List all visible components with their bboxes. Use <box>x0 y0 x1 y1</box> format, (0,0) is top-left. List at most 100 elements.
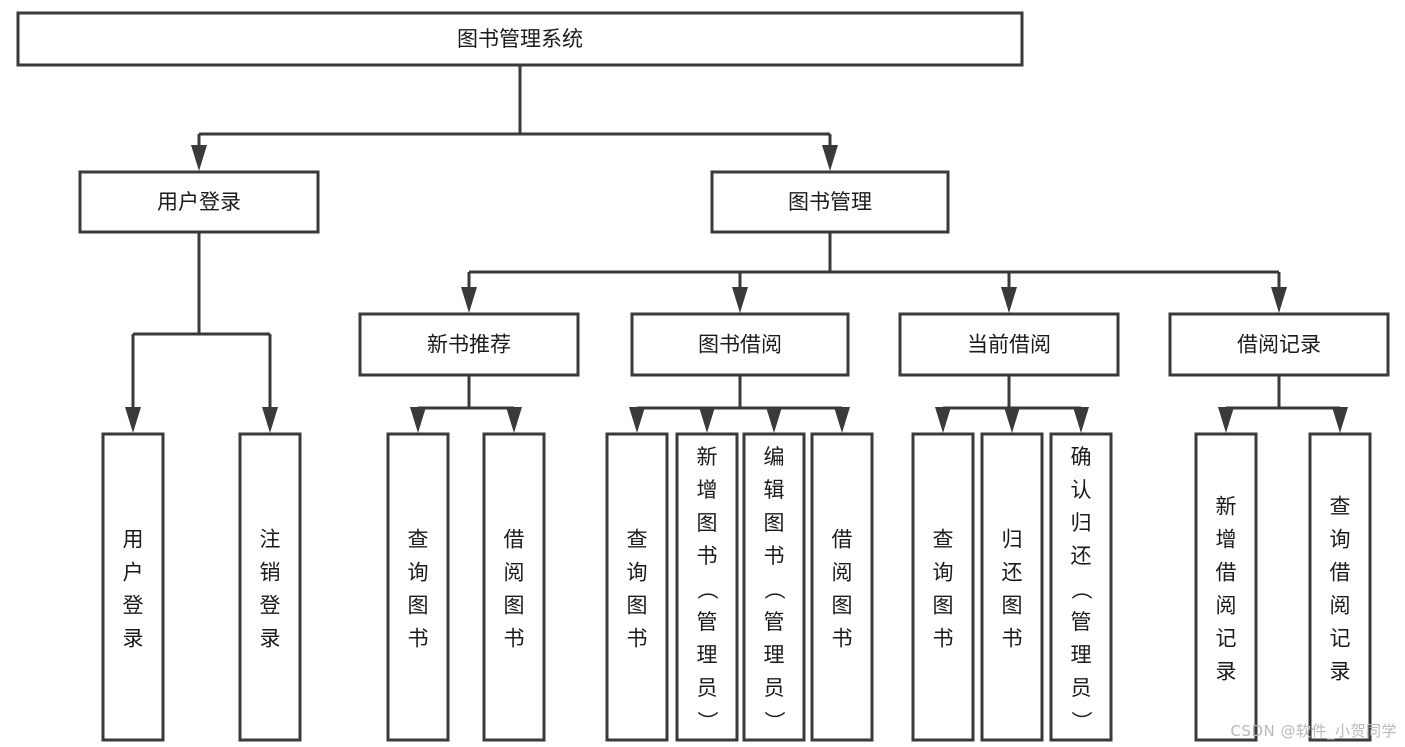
node-box <box>898 312 1120 377</box>
node-label: 图书借阅 <box>698 333 782 357</box>
arrowhead-icon <box>629 407 645 433</box>
node-label-char: 书 <box>627 627 648 651</box>
node-label-char: 录 <box>260 627 281 651</box>
connector-group <box>1218 375 1348 433</box>
node-label-char: 阅 <box>832 561 853 585</box>
node-label-char: 阅 <box>1330 594 1351 618</box>
node-box <box>101 432 165 742</box>
node-label-char: 员 <box>697 676 718 700</box>
connector-group <box>935 375 1089 433</box>
node-label: 图书管理 <box>788 190 872 214</box>
node-label-char: 新 <box>697 445 718 469</box>
arrowhead-icon <box>834 407 850 433</box>
node-label-char: ） <box>695 711 719 732</box>
node-box <box>1194 432 1258 742</box>
node-label-char: 管 <box>764 610 785 634</box>
node-label-char: 登 <box>123 594 144 618</box>
node-box <box>810 432 874 742</box>
arrowhead-icon <box>935 407 951 433</box>
node-label-char: 图 <box>408 594 429 618</box>
node-current-borrow[interactable]: 当前借阅 <box>898 312 1120 377</box>
node-label-char: 图 <box>1002 594 1023 618</box>
node-label-char: 理 <box>764 643 785 667</box>
node-label-char: 图 <box>627 594 648 618</box>
node-label-char: 理 <box>1071 643 1092 667</box>
node-label-char: 询 <box>933 561 954 585</box>
node-label-char: 增 <box>697 478 718 502</box>
node-borrow-record[interactable]: 借阅记录 <box>1168 312 1390 377</box>
node-new-book-rec[interactable]: 新书推荐 <box>358 312 580 377</box>
node-label-char: 录 <box>123 627 144 651</box>
node-layer: 图书管理系统用户登录图书管理新书推荐图书借阅当前借阅借阅记录用户登录注销登录查询… <box>16 11 1390 742</box>
node-label-char: 记 <box>1330 627 1351 651</box>
node-box <box>1168 312 1390 377</box>
node-label-char: 管 <box>1071 610 1092 634</box>
node-label-char: 借 <box>1330 561 1351 585</box>
node-box <box>238 432 302 742</box>
node-label-char: 阅 <box>1216 594 1237 618</box>
node-root[interactable]: 图书管理系统 <box>16 11 1024 67</box>
node-label-char: 增 <box>1216 528 1237 552</box>
node-leaf-user-login[interactable]: 用户登录 <box>101 432 165 742</box>
arrowhead-icon <box>766 407 782 433</box>
arrowhead-icon <box>191 145 207 171</box>
node-label-char: （ <box>1069 579 1093 600</box>
node-label-char: 询 <box>408 561 429 585</box>
node-label-char: 图 <box>504 594 525 618</box>
node-label: 用户登录 <box>157 190 241 214</box>
node-label-char: 阅 <box>504 561 525 585</box>
arrowhead-icon <box>461 287 477 313</box>
arrowhead-icon <box>1004 407 1020 433</box>
connector-group <box>191 65 838 171</box>
node-box <box>675 432 739 742</box>
node-label-char: 员 <box>1071 676 1092 700</box>
node-label-char: （ <box>762 579 786 600</box>
connector-group <box>461 232 1287 313</box>
node-user-login[interactable]: 用户登录 <box>78 170 320 234</box>
node-label-char: 图 <box>764 511 785 535</box>
node-label-char: 录 <box>1330 660 1351 684</box>
connector-group <box>629 375 850 433</box>
node-box <box>710 170 950 234</box>
arrowhead-icon <box>1271 287 1287 313</box>
node-box <box>742 432 806 742</box>
node-label-char: 询 <box>627 561 648 585</box>
node-label-char: 书 <box>1002 627 1023 651</box>
node-book-manage[interactable]: 图书管理 <box>710 170 950 234</box>
node-label: 图书管理系统 <box>457 27 583 51</box>
connector-layer <box>125 65 1348 433</box>
node-box <box>980 432 1044 742</box>
node-label-char: 查 <box>1330 495 1351 519</box>
arrowhead-icon <box>822 145 838 171</box>
node-label-char: ） <box>1069 711 1093 732</box>
node-book-borrow[interactable]: 图书借阅 <box>630 312 850 377</box>
node-label-char: 书 <box>764 544 785 568</box>
node-label-char: 确 <box>1071 445 1092 469</box>
node-label-char: 认 <box>1071 478 1092 502</box>
node-label-char: 书 <box>933 627 954 651</box>
node-label: 借阅记录 <box>1237 333 1321 357</box>
arrowhead-icon <box>1218 407 1234 433</box>
node-label-char: 还 <box>1071 544 1092 568</box>
node-label-char: 归 <box>1071 511 1092 535</box>
node-box <box>78 170 320 234</box>
node-label: 当前借阅 <box>967 333 1051 357</box>
node-label-char: 还 <box>1002 561 1023 585</box>
node-label-char: 户 <box>123 561 144 585</box>
node-label-char: 记 <box>1216 627 1237 651</box>
node-label-char: 图 <box>933 594 954 618</box>
node-label-char: 借 <box>832 528 853 552</box>
node-label-char: 书 <box>697 544 718 568</box>
